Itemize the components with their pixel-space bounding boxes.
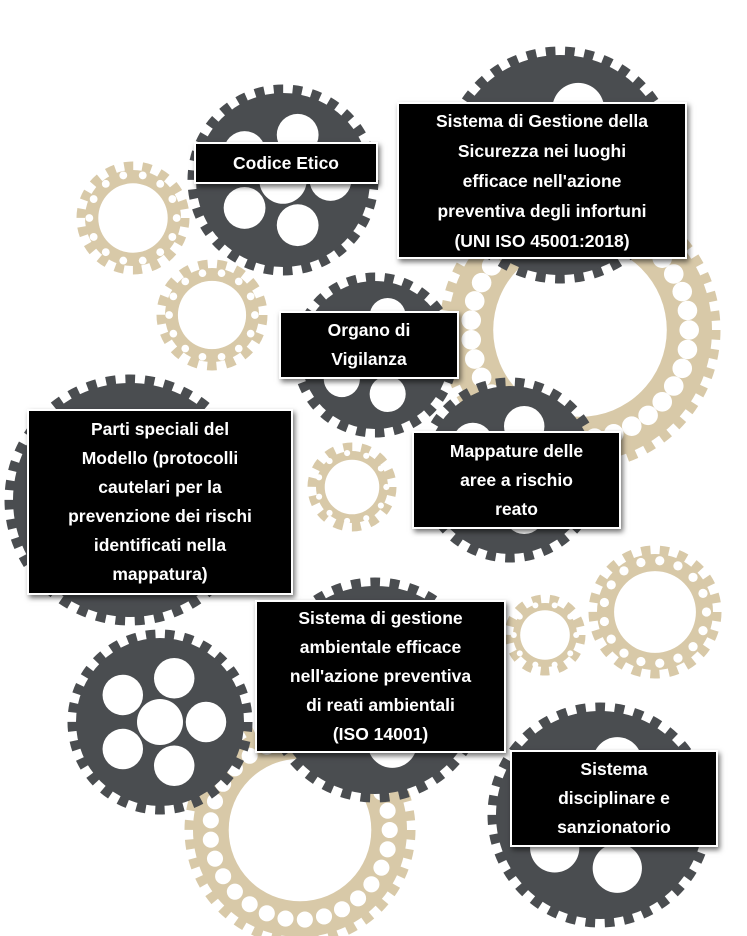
box-parti-speciali: Parti speciali del Modello (protocolli c…: [27, 409, 293, 595]
box-organo-vigilanza: Organo di Vigilanza: [279, 311, 459, 379]
box-codice-etico: Codice Etico: [194, 142, 378, 184]
gear-icon: [76, 161, 190, 275]
box-sistema-sicurezza: Sistema di Gestione della Sicurezza nei …: [397, 102, 687, 259]
gear-icon: [67, 629, 253, 815]
gear-icon: [307, 442, 397, 532]
box-mappature: Mappature delle aree a rischio reato: [412, 431, 621, 529]
gear-icon: [156, 259, 268, 371]
box-sistema-ambientale: Sistema di gestione ambientale efficace …: [255, 600, 506, 753]
box-sistema-disciplinare: Sistema disciplinare e sanzionatorio: [510, 750, 718, 847]
gear-icon: [504, 594, 586, 676]
gear-icon: [588, 545, 722, 679]
